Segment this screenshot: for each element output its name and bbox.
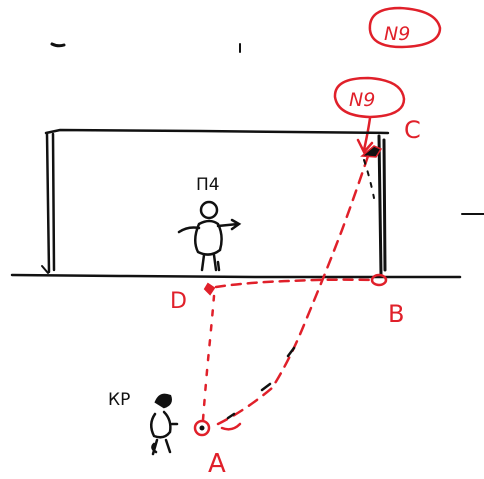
point-a-label: A: [208, 449, 226, 479]
badge-main-label: N9: [349, 89, 375, 111]
badge-pointer-arrow: [358, 118, 372, 152]
wall-left: [47, 134, 54, 272]
point-a-center-dot: [200, 426, 205, 431]
wall-right: [379, 136, 385, 275]
route-a-to-c-black-trace: [228, 348, 294, 418]
route-a-to-c: [218, 156, 368, 424]
figure-center: [179, 202, 239, 270]
figure-left-label: КР: [108, 390, 130, 410]
route-a-to-d: [203, 296, 214, 420]
route-a-hook: [222, 424, 240, 429]
route-d-to-b: [216, 280, 372, 287]
ground-line: [12, 275, 460, 277]
badge-top-label: N9: [384, 23, 410, 45]
figure-left: [151, 395, 177, 454]
wall-top: [46, 130, 388, 133]
stray-mark-top-left: [52, 44, 64, 46]
figure-center-label: П4: [196, 175, 220, 195]
point-c-label: C: [404, 116, 421, 144]
left-foot-mark: [42, 266, 48, 273]
point-d-marker: [205, 284, 214, 294]
point-d-label: D: [170, 289, 187, 314]
point-b-label: B: [388, 300, 404, 328]
